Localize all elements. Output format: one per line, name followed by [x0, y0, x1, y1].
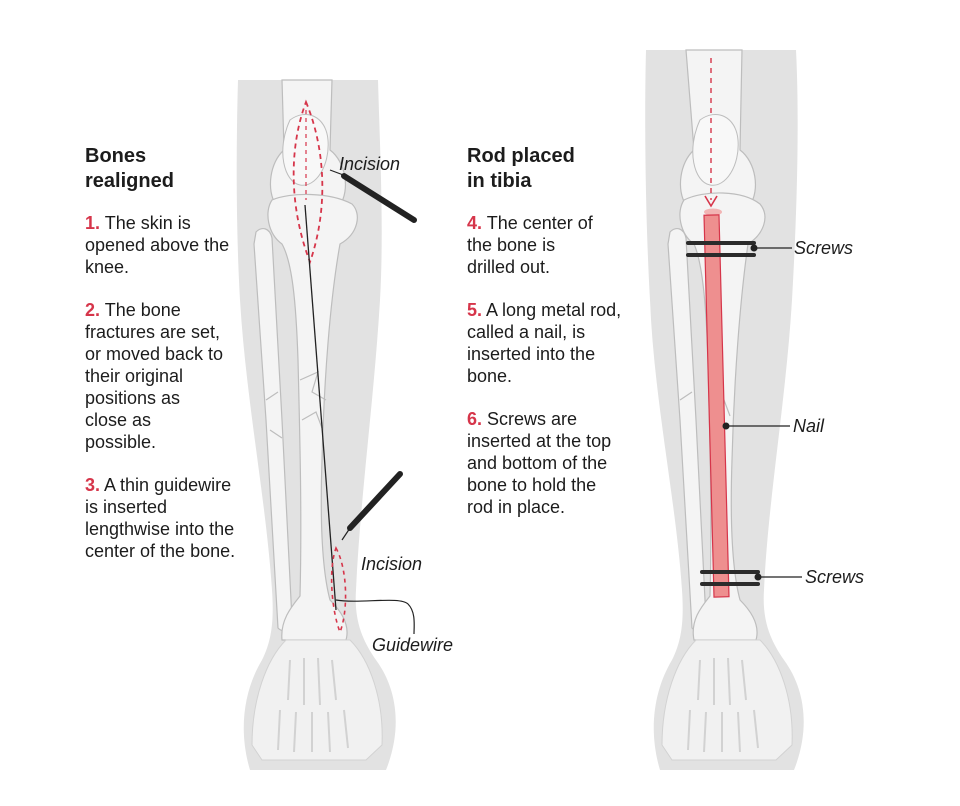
step-3: 3. A thin guidewire is inserted lengthwi…	[85, 474, 245, 562]
step-4-text: The center of the bone is drilled out.	[467, 213, 593, 277]
guidewire-line	[304, 204, 337, 611]
step-6: 6. Screws are inserted at the top and bo…	[467, 408, 627, 518]
incision-bottom-label: Incision	[361, 554, 423, 574]
screws-top-dot	[750, 244, 758, 252]
step-4-number: 4.	[467, 213, 483, 233]
right-heading: Rod placed in tibia	[467, 144, 627, 194]
left-leg	[236, 79, 417, 770]
entry-point	[704, 208, 722, 216]
screws-top-label: Screws	[794, 238, 854, 258]
left-text-column: Bones realigned 1. The skin is opened ab…	[85, 144, 245, 583]
screws-bottom-dot	[754, 573, 762, 581]
guidewire-leader	[335, 599, 415, 635]
right-patella	[692, 114, 739, 186]
step-2-number: 2.	[85, 300, 101, 320]
drill-arrow-icon	[704, 195, 718, 208]
step-3-text: A thin guidewire is inserted lengthwise …	[85, 475, 236, 561]
nail-dot	[722, 422, 730, 430]
step-5-text: A long metal rod, called a nail, is inse…	[467, 300, 622, 386]
nail-label: Nail	[793, 416, 825, 436]
top-scalpel-icon	[329, 169, 417, 223]
step-2-text: The bone fractures are set, or moved bac…	[85, 300, 224, 452]
right-leg	[645, 49, 804, 770]
left-heading-line1: Bones	[85, 145, 147, 167]
top-screws	[686, 241, 756, 257]
step-1-number: 1.	[85, 213, 101, 233]
bottom-incision-outline	[330, 546, 347, 635]
step-2: 2. The bone fractures are set, or moved …	[85, 299, 225, 453]
right-heading-line1: Rod placed	[467, 145, 575, 167]
screws-bottom-label: Screws	[805, 567, 865, 587]
step-3-number: 3.	[85, 475, 101, 495]
left-foot-bones	[277, 657, 349, 753]
left-heading: Bones realigned	[85, 144, 245, 194]
step-6-number: 6.	[467, 409, 483, 429]
left-fracture-lines	[265, 370, 327, 439]
left-heading-line2: realigned	[85, 170, 174, 192]
step-6-text: Screws are inserted at the top and botto…	[467, 409, 612, 517]
right-foot-bones	[687, 657, 759, 753]
step-1-text: The skin is opened above the knee.	[85, 213, 230, 277]
bottom-scalpel-icon	[341, 471, 403, 541]
left-patella	[282, 114, 329, 186]
step-1: 1. The skin is opened above the knee.	[85, 212, 230, 278]
left-tibia	[267, 193, 358, 641]
right-text-column: Rod placed in tibia 4. The center of the…	[467, 144, 627, 539]
step-5-number: 5.	[467, 300, 483, 320]
incision-top-label: Incision	[339, 154, 401, 174]
right-foot	[661, 639, 793, 761]
bottom-screws	[700, 570, 760, 586]
right-heading-line2: in tibia	[467, 170, 532, 192]
left-foot	[251, 639, 383, 761]
nail-rod	[703, 214, 730, 598]
guidewire-label: Guidewire	[372, 635, 454, 655]
step-5: 5. A long metal rod, called a nail, is i…	[467, 299, 627, 387]
step-4: 4. The center of the bone is drilled out…	[467, 212, 602, 278]
